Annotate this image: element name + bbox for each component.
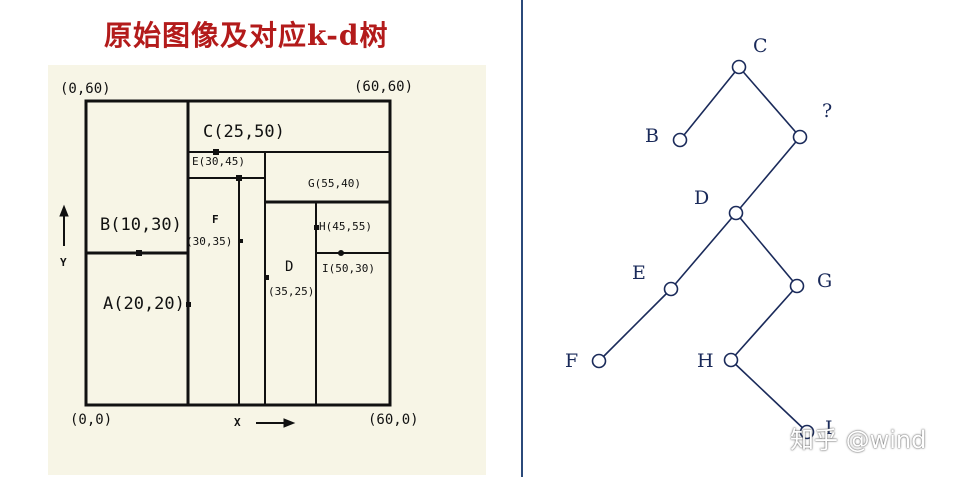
panel-divider	[521, 0, 523, 477]
page-title: 原始图像及对应k-d树	[104, 19, 389, 52]
tree-label-h: H	[697, 350, 714, 372]
point-label-e: E(30,45)	[192, 155, 245, 168]
point-label-g: G(55,40)	[308, 177, 361, 190]
point-f	[239, 239, 243, 243]
edge-d-e	[670, 212, 737, 290]
tree-node-i	[799, 424, 815, 440]
tree-label-q: ?	[822, 100, 833, 122]
point-label-f-name: F	[212, 213, 219, 226]
tree-node-b	[672, 132, 688, 148]
kd-tree-edges	[598, 66, 808, 433]
tree-label-g: G	[817, 270, 833, 292]
corner-label-bottom-left: (0,0)	[70, 412, 113, 428]
tree-label-c: C	[753, 35, 768, 57]
corner-label-top-right: (60,60)	[354, 79, 414, 95]
axis-arrows	[59, 204, 296, 428]
point-h	[314, 225, 319, 230]
tree-label-i: I	[825, 417, 833, 439]
corner-label-bottom-right: (60,0)	[368, 412, 419, 428]
point-label-d-coord: (35,25)	[268, 285, 315, 298]
partition-lines	[84, 99, 392, 407]
tree-label-e: E	[632, 262, 646, 284]
tree-node-q	[792, 129, 808, 145]
tree-node-f	[591, 353, 607, 369]
watermark: 知乎 @wind	[790, 426, 927, 454]
point-i	[338, 250, 344, 256]
kd-tree-nodes	[591, 59, 815, 440]
edge-g-h	[730, 285, 798, 361]
point-label-c: C(25,50)	[203, 122, 285, 142]
edge-e-f	[598, 288, 672, 362]
point-label-f-coord: (30,35)	[186, 235, 233, 248]
edge-d-g	[735, 212, 798, 287]
point-e	[236, 175, 242, 181]
tree-node-c	[731, 59, 747, 75]
point-label-i: I(50,30)	[322, 262, 375, 275]
y-axis-arrowhead	[59, 204, 69, 217]
point-label-a: A(20,20)	[103, 294, 185, 314]
tree-label-f: F	[565, 350, 579, 372]
edge-h-i	[730, 359, 808, 433]
tree-node-e	[663, 281, 679, 297]
y-axis-label: Y	[60, 256, 67, 269]
point-label-b: B(10,30)	[100, 215, 182, 235]
corner-label-top-left: (0,60)	[60, 81, 111, 97]
tree-label-d: D	[694, 187, 710, 209]
x-axis-label: X	[234, 416, 241, 429]
partition-points	[136, 149, 344, 307]
edge-c-q	[738, 66, 801, 138]
x-axis-arrowhead	[283, 418, 296, 428]
point-b	[136, 250, 142, 256]
tree-node-h	[723, 352, 739, 368]
edge-q-d	[735, 136, 801, 214]
point-d	[264, 275, 269, 280]
point-a	[186, 302, 191, 307]
point-label-d-name: D	[285, 259, 294, 275]
tree-node-d	[728, 205, 744, 221]
point-c	[213, 149, 219, 155]
edge-c-b	[679, 66, 740, 141]
partition-panel	[48, 65, 486, 475]
tree-node-g	[789, 278, 805, 294]
point-label-h: H(45,55)	[319, 220, 372, 233]
tree-label-b: B	[645, 125, 659, 147]
